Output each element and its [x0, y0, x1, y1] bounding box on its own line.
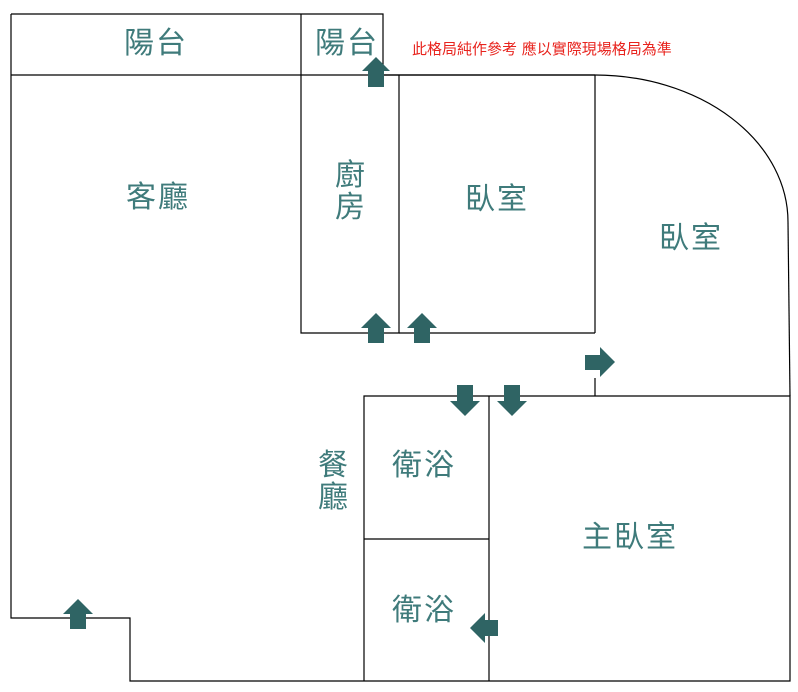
room-label-balcony-left: 陽台	[124, 26, 188, 61]
disclaimer-note: 此格局純作參考 應以實際現場格局為準	[412, 40, 672, 58]
room-label-master-bedroom: 主臥室	[582, 520, 678, 555]
bay-window-side	[787, 221, 791, 397]
arrow-up-icon	[362, 57, 390, 87]
arrow-left-icon	[470, 613, 498, 643]
room-label-bathroom-lower: 衛浴	[392, 593, 456, 628]
arrow-up-icon	[407, 313, 437, 343]
room-label-balcony-right: 陽台	[315, 26, 379, 61]
arrow-down-icon	[497, 385, 527, 416]
room-label-bedroom-right: 臥室	[659, 221, 723, 256]
bay-window-curve	[594, 74, 789, 223]
room-label-kitchen: 廚房	[335, 158, 365, 225]
room-label-dining-room: 餐廳	[318, 448, 348, 515]
arrow-up-icon	[63, 599, 93, 629]
arrow-up-icon	[361, 313, 391, 343]
room-label-bathroom-upper: 衛浴	[392, 448, 456, 483]
kitchen-wall	[300, 75, 400, 334]
arrow-down-icon	[450, 385, 480, 416]
arrow-right-icon	[585, 347, 615, 377]
room-label-bedroom-middle: 臥室	[465, 182, 529, 217]
outer-wall	[10, 13, 791, 682]
room-label-living-room: 客廳	[126, 180, 190, 215]
